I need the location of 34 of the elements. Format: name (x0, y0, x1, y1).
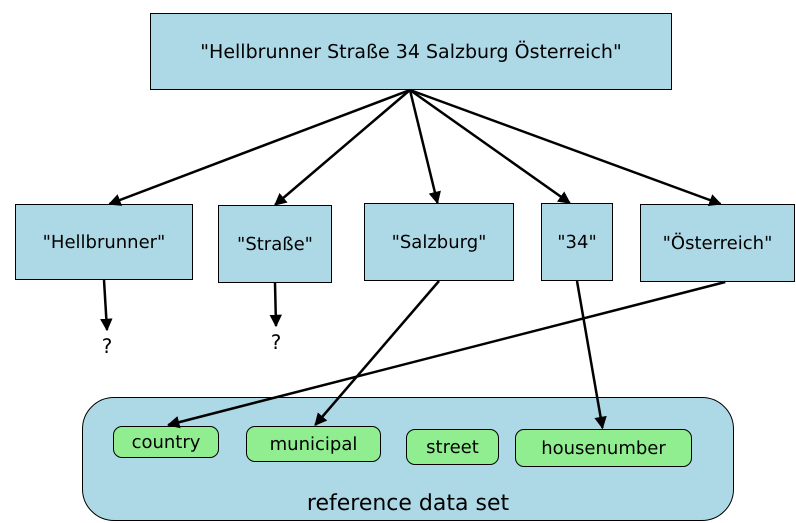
text-box (541, 203, 613, 281)
node-label: municipal (270, 434, 358, 454)
arrow (408, 90, 441, 204)
arrow (108, 88, 410, 206)
text-box (640, 204, 795, 282)
arrow (576, 280, 607, 430)
node-label: "Salzburg" (392, 232, 486, 252)
node-label: "Hellbrunner" (42, 232, 166, 252)
category-tag (406, 429, 499, 465)
category-tag (515, 429, 692, 467)
arrow (166, 280, 726, 428)
category-tag (113, 426, 219, 458)
node-label: "Österreich" (662, 232, 772, 254)
text-box (150, 13, 672, 90)
text-box (15, 204, 193, 280)
node-label: housenumber (541, 438, 666, 458)
question-mark: ? (102, 334, 112, 358)
node-label: "34" (557, 232, 597, 252)
text-box (218, 205, 332, 283)
node-label: country (132, 432, 200, 452)
question-mark: ? (270, 330, 282, 354)
arrow (409, 88, 571, 204)
dataset-panel (82, 397, 734, 521)
arrow (100, 280, 113, 332)
arrow (314, 280, 440, 426)
category-tag (246, 426, 381, 462)
text-box (364, 203, 514, 281)
node-label: street (426, 436, 479, 458)
arrow (410, 88, 722, 206)
arrow (274, 89, 411, 206)
panel-title: reference data set (306, 491, 510, 516)
node-label: "Hellbrunner Straße 34 Salzburg Österreich" (200, 40, 622, 62)
arrow (270, 282, 282, 328)
node-label: "Straße" (237, 234, 313, 254)
